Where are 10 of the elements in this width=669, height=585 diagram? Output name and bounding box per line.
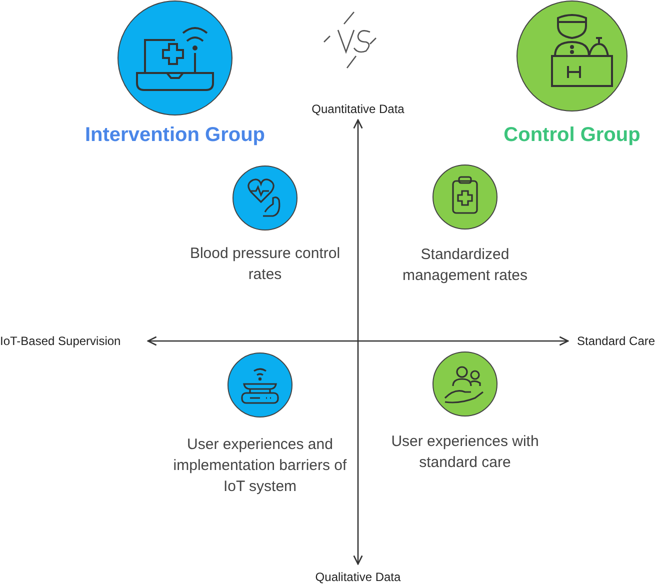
axis-label: IoT-Based Supervision: [0, 334, 121, 348]
axis-label: Standard Care: [577, 334, 656, 348]
axis-label: Quantitative Data: [312, 102, 404, 116]
quadrant-label: User experiences with standard care: [390, 432, 540, 473]
quadrant-label: Blood pressure control rates: [188, 244, 342, 285]
quadrant-label: User experiences and implementation barriers of IoT system: [172, 435, 348, 497]
group-title: Control Group: [504, 124, 640, 147]
quadrant-label: Standardized management rates: [401, 245, 529, 286]
axis-label: Qualitative Data: [315, 570, 401, 584]
group-title: Intervention Group: [85, 124, 265, 147]
